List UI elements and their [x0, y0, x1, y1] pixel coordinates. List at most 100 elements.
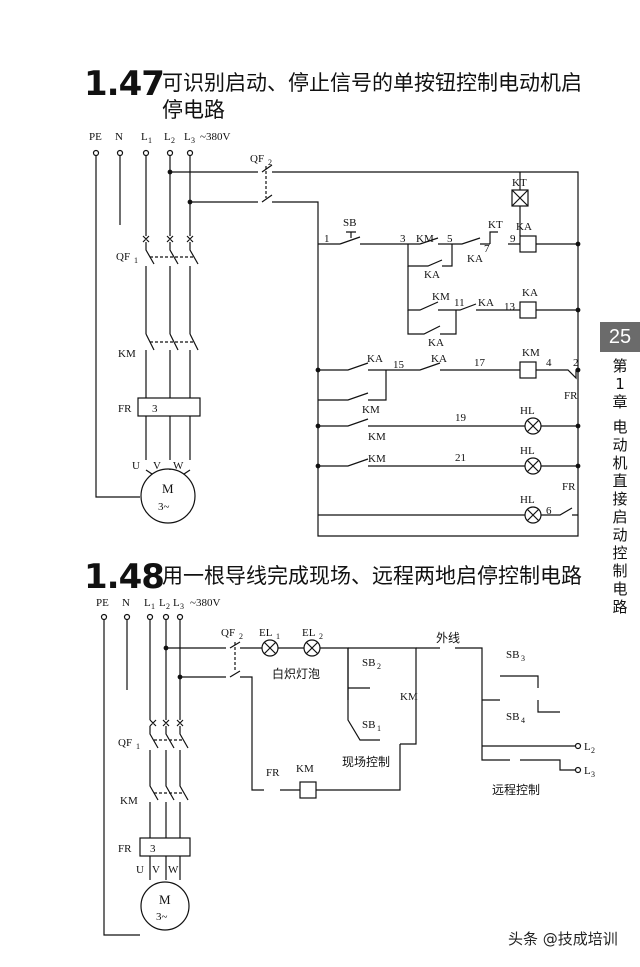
c2-l1-label: L	[144, 597, 151, 609]
c2-qf2-label: QF	[221, 627, 235, 639]
c2-l2-label: L	[159, 597, 166, 609]
c1-node-7: 7	[484, 243, 490, 255]
pe-terminal	[92, 149, 100, 157]
c2-qf1-label: QF	[118, 737, 132, 749]
c2-qf2-sub: 2	[239, 632, 243, 641]
c2-fr-contact-label: FR	[266, 767, 280, 779]
l1-terminal	[142, 149, 150, 157]
c2-n-label: N	[122, 597, 130, 609]
c2-l3-label: L	[173, 597, 180, 609]
c1-km-aux-label: KM	[416, 233, 434, 245]
c2-voltage: ~380V	[190, 597, 220, 609]
c1-hl2-label: HL	[520, 445, 535, 457]
l2-terminal	[166, 149, 174, 157]
c2-km-contact-label: KM	[400, 691, 418, 703]
c1-l3-label: L	[184, 131, 191, 143]
c1-fr-contact-label: FR	[564, 390, 578, 402]
c1-l2-label: L	[164, 131, 171, 143]
c1-hl1-label: HL	[520, 405, 535, 417]
c1-km-e-label: KM	[368, 453, 386, 465]
c1-node-13: 13	[504, 301, 516, 313]
c1-kt-contact-label: KT	[488, 219, 503, 231]
c2-l2-out-label: L	[584, 741, 591, 753]
c2-el1-sub: 1	[276, 632, 280, 641]
c2-fr-label: FR	[118, 843, 132, 855]
circuit-2-wiring	[100, 613, 582, 936]
c1-node-2: 2	[573, 357, 579, 369]
c1-voltage: ~380V	[200, 131, 230, 143]
c1-fr-hl3-label: FR	[562, 481, 576, 493]
c1-qf1-sub: 1	[134, 256, 138, 265]
chapter-label: 第1章	[612, 357, 628, 411]
c2-km-coil-label: KM	[296, 763, 314, 775]
c2-outer-line-label: 外线	[436, 631, 460, 645]
c1-motor-3: 3~	[158, 501, 170, 513]
c1-node-3: 3	[400, 233, 406, 245]
c1-node-1: 1	[324, 233, 330, 245]
c1-ka1-b-label: KA	[478, 297, 494, 309]
l3-terminal	[186, 149, 194, 157]
c1-qf2-label: QF	[250, 153, 264, 165]
chapter-topic: 电动机直接启动控制电路	[612, 418, 628, 616]
c1-km-main-label: KM	[118, 348, 136, 360]
c1-ka2-b-label: KA	[428, 337, 444, 349]
c1-ka2-c-label: KA	[431, 353, 447, 365]
c2-sb1-sub: 1	[377, 724, 381, 733]
c1-n-label: N	[115, 131, 123, 143]
c1-qf1-label: QF	[116, 251, 130, 263]
c2-l3-out-sub: 3	[591, 770, 595, 779]
c2-l2-sub: 2	[166, 602, 170, 611]
c1-ka2-a-label: KA	[467, 253, 483, 265]
c1-motor-m: M	[162, 481, 174, 496]
section-2-title: 用一根导线完成现场、远程两地启停控制电路	[162, 564, 582, 588]
c2-motor-m: M	[159, 892, 171, 907]
c2-lamp-label: 白炽灯泡	[272, 666, 320, 681]
c2-local-control: 现场控制	[342, 755, 390, 769]
c2-fr-3: 3	[150, 843, 156, 855]
section-1-number: 1.47	[84, 64, 165, 104]
c1-l2-sub: 2	[171, 136, 175, 145]
circuit-2-labels: PE N L 1 L 2 L 3 ~380V QF 2 EL 1 EL 2 白炽…	[96, 597, 595, 923]
c1-km-d-label: KM	[368, 431, 386, 443]
page-number-tab: 25	[600, 322, 640, 352]
c1-hl3-label: HL	[520, 494, 535, 506]
c1-km-b-label: KM	[432, 291, 450, 303]
c1-node-15: 15	[393, 359, 405, 371]
c1-node-19: 19	[455, 412, 467, 424]
c1-ka1-c-label: KA	[367, 353, 383, 365]
c2-sb4-label: SB	[506, 711, 519, 723]
c2-sb2-label: SB	[362, 657, 375, 669]
c1-node-5: 5	[447, 233, 453, 245]
c2-l2-out-sub: 2	[591, 746, 595, 755]
c2-motor-3: 3~	[156, 911, 168, 923]
c1-pe-label: PE	[89, 131, 102, 143]
c1-node-6: 6	[546, 505, 552, 517]
c2-km-main-label: KM	[120, 795, 138, 807]
c1-ka1-coil-label: KA	[516, 221, 532, 233]
section-2-number: 1.48	[84, 557, 165, 597]
c2-sb3-sub: 3	[521, 654, 525, 663]
n-terminal	[116, 149, 124, 157]
c2-el1-label: EL	[259, 627, 273, 639]
section-1-title: 可识别启动、停止信号的单按钮控制电动机启停电路	[162, 71, 582, 122]
c2-v-label: V	[152, 864, 160, 876]
c2-remote-control: 远程控制	[492, 782, 540, 797]
c2-u-label: U	[136, 864, 144, 876]
c1-km-coil-label: KM	[522, 347, 540, 359]
c1-v-label: V	[153, 460, 161, 472]
c1-node-11: 11	[454, 297, 465, 309]
c1-l1-label: L	[141, 131, 148, 143]
c1-fr-label: FR	[118, 403, 132, 415]
c2-w-label: W	[168, 864, 179, 876]
c1-l1-sub: 1	[148, 136, 152, 145]
c1-sb-label: SB	[343, 217, 356, 229]
c1-u-label: U	[132, 460, 140, 472]
circuit-1-wiring	[92, 149, 581, 537]
c1-km-c-label: KM	[362, 404, 380, 416]
c2-qf1-sub: 1	[136, 742, 140, 751]
watermark: 头条 @技成培训	[508, 930, 618, 948]
c1-fr-3: 3	[152, 403, 158, 415]
c1-w-label: W	[173, 460, 184, 472]
c2-el2-label: EL	[302, 627, 316, 639]
